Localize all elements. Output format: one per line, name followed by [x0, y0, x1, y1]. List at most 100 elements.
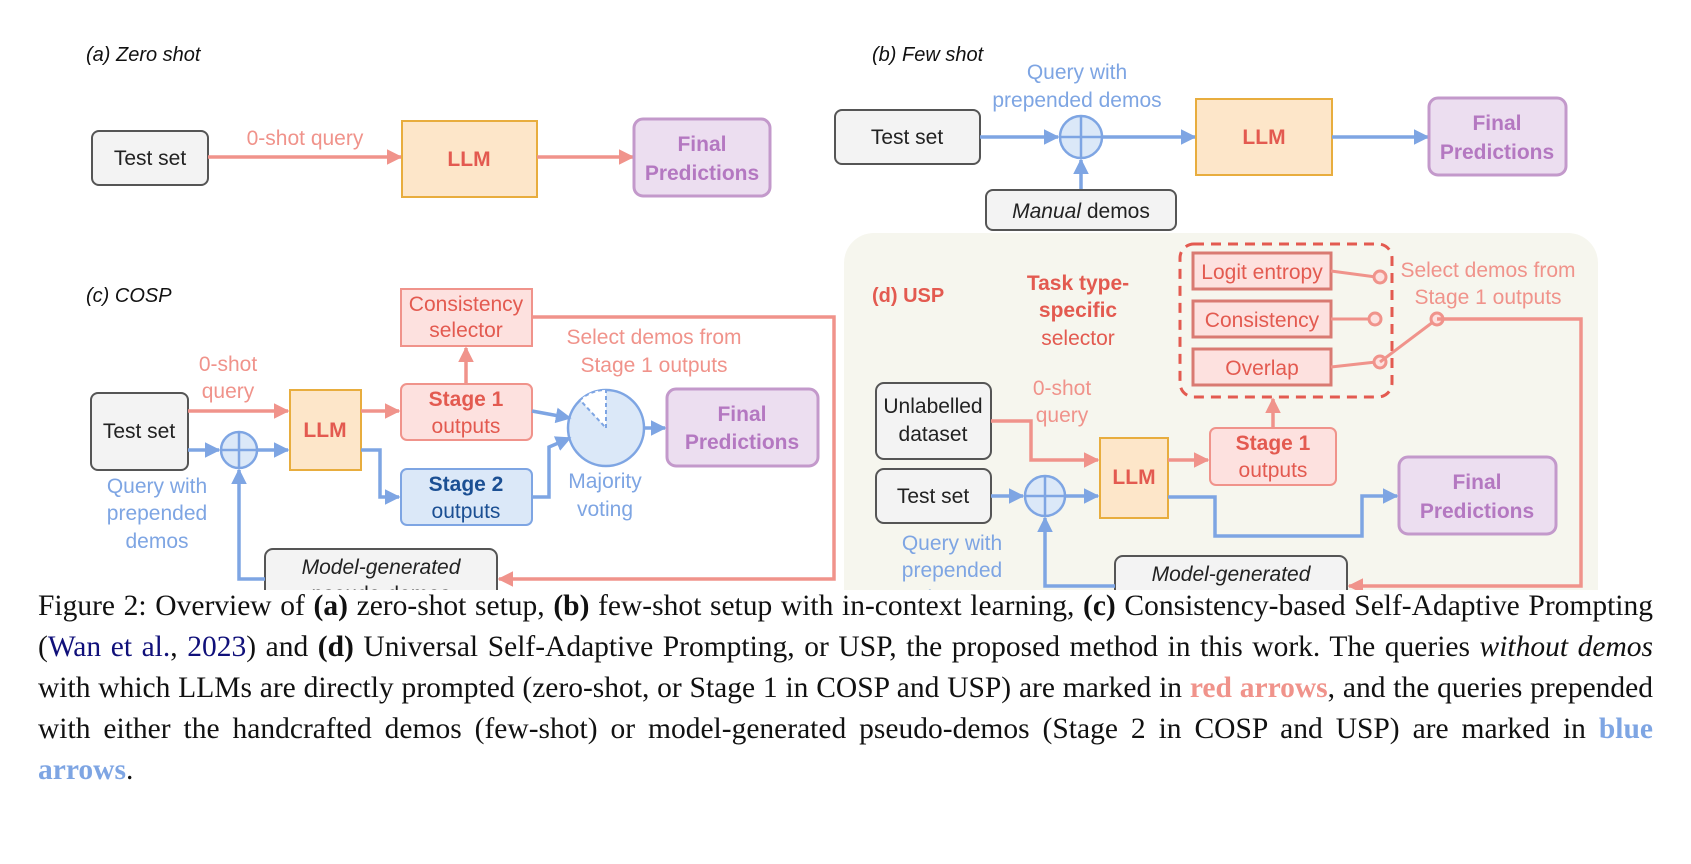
concat-icon — [1023, 474, 1067, 518]
zero-shot-query-line2: query — [1036, 404, 1089, 427]
panel-d: (d) USP Task type- specific selector Log… — [844, 233, 1598, 590]
llm-label: LLM — [1112, 466, 1155, 489]
pseudo-demos-to-concat-arrow — [1037, 516, 1115, 588]
stage1-label: Stage 1 — [429, 388, 504, 411]
select-demos-line2: Stage 1 outputs — [1414, 286, 1561, 309]
query-demos-line1: Query with — [902, 532, 1002, 555]
majority-voting-line1: Majority — [568, 470, 642, 493]
caption-text: with which LLMs are directly prompted (z… — [38, 672, 1190, 704]
majority-voting-line2: voting — [577, 498, 633, 521]
zero-shot-query-label: 0-shot query — [247, 127, 364, 150]
panel-a: (a) Zero shot Test set 0-shot query LLM … — [86, 44, 772, 198]
llm-label: LLM — [303, 419, 346, 442]
stage1-sub-label: outputs — [432, 415, 501, 438]
llm-box — [1195, 98, 1333, 176]
final-predictions-line1: Final — [677, 133, 726, 156]
pseudo-demos-line1: Model-generated — [1152, 563, 1312, 586]
query-demos-line3: demos — [125, 530, 188, 553]
query-demos-line1: Query with — [1027, 61, 1127, 84]
caption-text: few-shot setup with in-context learning, — [589, 590, 1083, 622]
test-set-label: Test set — [114, 147, 187, 170]
query-demos-line3: demos — [920, 587, 983, 590]
selector-switch-icon — [1330, 269, 1445, 370]
llm-box — [1099, 437, 1169, 519]
task-type-line1: Task type- — [1027, 272, 1129, 295]
select-demos-line1: Select demos from — [566, 326, 741, 349]
caption-red-arrows: red arrows — [1189, 672, 1328, 704]
logit-entropy-box — [1191, 251, 1333, 291]
consistency-selector-box — [400, 288, 533, 347]
llm-to-stage2-arrow — [361, 448, 401, 505]
final-predictions-box — [1427, 96, 1568, 177]
panel-a-title: (a) Zero shot — [86, 44, 202, 66]
concat-icon — [219, 430, 259, 470]
panel-d-title: (d) USP — [872, 285, 944, 307]
query-demos-line2: prepended — [107, 502, 207, 525]
stage1-to-vote-arrow — [531, 407, 572, 424]
caption-c: (c) — [1083, 590, 1116, 622]
final-predictions-box — [1397, 455, 1558, 536]
overlap-label: Overlap — [1225, 357, 1299, 380]
llm-to-final-arrow — [1168, 488, 1399, 538]
manual-demos-box — [985, 189, 1177, 231]
final-predictions-line2: Predictions — [1440, 141, 1554, 164]
caption-label: Figure 2: Overview of — [38, 590, 314, 622]
panel-c-title: (c) COSP — [86, 285, 172, 307]
manual-demos-label: Manual demos — [1012, 200, 1150, 223]
select-demos-line1: Select demos from — [1400, 259, 1575, 282]
task-type-line3: selector — [1041, 327, 1115, 350]
query-demos-line2: prepended — [902, 559, 1002, 582]
task-type-line2: specific — [1039, 299, 1118, 322]
citation-authors-link[interactable]: Wan et al. — [47, 631, 171, 663]
panel-b: (b) Few shot Query with prepended demos … — [834, 44, 1568, 231]
caption-text: . — [125, 754, 134, 786]
caption-a: (a) — [313, 590, 348, 622]
unlabelled-line1: Unlabelled — [883, 395, 982, 418]
zero-shot-query-line1: 0-shot — [1033, 377, 1092, 400]
consistency-selector-line2: selector — [429, 319, 503, 342]
final-predictions-line2: Predictions — [685, 431, 799, 454]
stage1-sub-label: outputs — [1239, 459, 1308, 482]
selector-dashed-group — [1178, 242, 1394, 399]
caption-b: (b) — [553, 590, 590, 622]
final-predictions-line2: Predictions — [1420, 500, 1534, 523]
llm-box — [289, 389, 362, 471]
zero-shot-query-arrow — [991, 419, 1100, 468]
panel-b-title: (b) Few shot — [872, 44, 985, 66]
concat-icon — [1058, 114, 1104, 160]
majority-voting-pie-icon — [566, 388, 646, 468]
stage2-sub-label: outputs — [432, 500, 501, 523]
caption-italic: without demos — [1479, 631, 1654, 663]
selector-to-pseudo-demos-arrow — [497, 315, 836, 587]
consistency-label: Consistency — [1205, 309, 1320, 332]
llm-label: LLM — [447, 148, 490, 171]
citation-year-link[interactable]: 2023 — [187, 631, 247, 663]
llm-box — [401, 120, 538, 198]
caption-text: zero-shot setup, — [347, 590, 554, 622]
logit-entropy-label: Logit entropy — [1201, 261, 1323, 284]
pseudo-demos-line1: Model-generated — [302, 556, 462, 579]
pseudo-demos-line2: pseudo-demos — [312, 583, 451, 590]
consistency-box — [1191, 299, 1333, 339]
figure-caption: Figure 2: Overview of (a) zero-shot setu… — [38, 586, 1653, 791]
selector-to-pseudo-demos-arrow — [1347, 317, 1583, 590]
method-diagram: (a) Zero shot Test set 0-shot query LLM … — [86, 44, 1598, 590]
caption-blue-arrows: blue arrows — [38, 713, 1653, 786]
query-demos-line1: Query with — [107, 475, 207, 498]
final-predictions-box — [632, 117, 772, 198]
caption-d: (d) — [317, 631, 354, 663]
pseudo-demos-to-concat-arrow — [231, 468, 265, 581]
unlabelled-line2: dataset — [899, 423, 968, 446]
stage1-label: Stage 1 — [1236, 432, 1311, 455]
final-predictions-line1: Final — [1452, 471, 1501, 494]
llm-label: LLM — [1242, 126, 1285, 149]
select-demos-line2: Stage 1 outputs — [580, 354, 727, 377]
final-predictions-box — [665, 387, 820, 468]
stage2-to-vote-arrow — [532, 436, 572, 499]
caption-text: , — [170, 631, 188, 663]
caption-text: Consistency-based Self-Adaptive Promptin… — [38, 590, 1654, 663]
test-set-box — [90, 392, 189, 471]
caption-text: Universal Self-Adaptive Prompting, or US… — [353, 631, 1480, 663]
caption-text: ) and — [246, 631, 318, 663]
stage2-label: Stage 2 — [429, 473, 504, 496]
